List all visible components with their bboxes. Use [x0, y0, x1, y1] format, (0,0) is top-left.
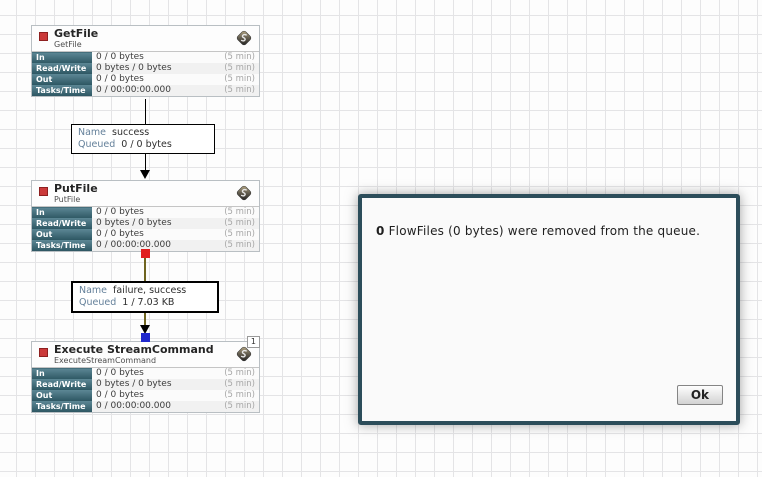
stat-label: Tasks/Time — [32, 240, 92, 251]
connection-name-key: Name — [78, 127, 107, 138]
stat-label: Out — [32, 74, 92, 85]
connection-source-endpoint[interactable] — [141, 249, 150, 258]
connection-destination-endpoint[interactable] — [141, 333, 150, 342]
connection-queued-key: Queued — [79, 297, 117, 308]
connection-arrow-icon — [140, 170, 150, 179]
stat-row-out: Out 0 / 0 bytes (5 min) — [32, 74, 259, 85]
dialog-message-text: FlowFiles (0 bytes) were removed from th… — [384, 224, 701, 238]
stat-label: Out — [32, 229, 92, 240]
stat-label: In — [32, 206, 92, 218]
connection-name-row: Name failure, success — [79, 285, 211, 297]
stat-value: 0 / 00:00:00.000 — [92, 85, 217, 96]
stat-label: Read/Write — [32, 379, 92, 390]
stat-label: Read/Write — [32, 63, 92, 74]
stat-label: Tasks/Time — [32, 85, 92, 96]
stat-window: (5 min) — [217, 367, 259, 379]
stat-window: (5 min) — [217, 85, 259, 96]
connection-queued-value: 0 / 0 bytes — [121, 139, 172, 150]
stat-window: (5 min) — [217, 240, 259, 251]
stat-row-readwrite: Read/Write 0 bytes / 0 bytes (5 min) — [32, 379, 259, 390]
stat-row-in: In 0 / 0 bytes (5 min) — [32, 51, 259, 63]
stat-label: In — [32, 367, 92, 379]
connection-name-key: Name — [79, 285, 108, 296]
stat-label: Out — [32, 390, 92, 401]
processor-header: Execute StreamCommand ExecuteStreamComma… — [32, 342, 259, 367]
processor-header: GetFile GetFile — [32, 26, 259, 51]
stat-value: 0 / 00:00:00.000 — [92, 401, 217, 412]
dialog-message: 0 FlowFiles (0 bytes) were removed from … — [376, 224, 700, 238]
connection-label-success[interactable]: Name success Queued 0 / 0 bytes — [71, 124, 215, 154]
stat-row-in: In 0 / 0 bytes (5 min) — [32, 367, 259, 379]
processor-name: Execute StreamCommand — [54, 343, 214, 356]
connection-name-row: Name success — [78, 127, 208, 139]
stat-window: (5 min) — [217, 218, 259, 229]
stat-value: 0 / 0 bytes — [92, 390, 217, 401]
processor-stats-table: In 0 / 0 bytes (5 min) Read/Write 0 byte… — [32, 206, 259, 251]
stat-value: 0 / 0 bytes — [92, 74, 217, 85]
processor-putfile[interactable]: PutFile PutFile In 0 / 0 bytes (5 min) — [31, 180, 260, 252]
connection-name-value: success — [112, 127, 150, 138]
processor-executestreamcommand[interactable]: 1 Execute StreamCommand ExecuteStreamCom… — [31, 336, 260, 413]
flowfile-count: 0 — [376, 224, 385, 238]
stat-row-taskstime: Tasks/Time 0 / 00:00:00.000 (5 min) — [32, 401, 259, 412]
stat-row-out: Out 0 / 0 bytes (5 min) — [32, 229, 259, 240]
connection-queued-key: Queued — [78, 139, 116, 150]
stopped-state-icon — [39, 187, 48, 196]
stat-window: (5 min) — [217, 401, 259, 412]
connection-queued-value: 1 / 7.03 KB — [122, 297, 175, 308]
stat-row-readwrite: Read/Write 0 bytes / 0 bytes (5 min) — [32, 63, 259, 74]
connection-queued-row: Queued 1 / 7.03 KB — [79, 297, 211, 309]
stat-window: (5 min) — [217, 229, 259, 240]
bulletin-count-badge: 1 — [246, 336, 260, 348]
processor-stats-table: In 0 / 0 bytes (5 min) Read/Write 0 byte… — [32, 367, 259, 412]
stopped-state-icon — [39, 348, 48, 357]
stat-window: (5 min) — [217, 206, 259, 218]
stat-label: Read/Write — [32, 218, 92, 229]
stat-value: 0 bytes / 0 bytes — [92, 63, 217, 74]
processor-chip-icon — [235, 184, 253, 202]
stat-value: 0 bytes / 0 bytes — [92, 379, 217, 390]
stat-label: In — [32, 51, 92, 63]
stat-window: (5 min) — [217, 390, 259, 401]
connection-arrow-icon — [140, 325, 150, 334]
connection-name-value: failure, success — [113, 285, 187, 296]
ok-button[interactable]: Ok — [676, 385, 723, 405]
processor-chip-icon — [235, 345, 253, 363]
stat-row-out: Out 0 / 0 bytes (5 min) — [32, 390, 259, 401]
stat-value: 0 / 0 bytes — [92, 229, 217, 240]
connection-label-failure-success[interactable]: Name failure, success Queued 1 / 7.03 KB — [71, 281, 219, 313]
processor-chip-icon — [235, 29, 253, 47]
stat-value: 0 / 0 bytes — [92, 51, 217, 63]
stat-row-taskstime: Tasks/Time 0 / 00:00:00.000 (5 min) — [32, 85, 259, 96]
connection-queued-row: Queued 0 / 0 bytes — [78, 139, 208, 151]
processor-name: GetFile — [54, 27, 99, 40]
stat-window: (5 min) — [217, 379, 259, 390]
stat-value: 0 / 00:00:00.000 — [92, 240, 217, 251]
processor-stats-table: In 0 / 0 bytes (5 min) Read/Write 0 byte… — [32, 51, 259, 96]
stat-row-readwrite: Read/Write 0 bytes / 0 bytes (5 min) — [32, 218, 259, 229]
empty-queue-result-dialog: 0 FlowFiles (0 bytes) were removed from … — [358, 194, 740, 425]
processor-type: GetFile — [54, 40, 82, 49]
stat-window: (5 min) — [217, 51, 259, 63]
stopped-state-icon — [39, 32, 48, 41]
processor-type: ExecuteStreamCommand — [54, 356, 157, 365]
processor-getfile[interactable]: GetFile GetFile In 0 / 0 bytes (5 min) — [31, 25, 260, 97]
stat-value: 0 / 0 bytes — [92, 367, 217, 379]
stat-window: (5 min) — [217, 74, 259, 85]
stat-label: Tasks/Time — [32, 401, 92, 412]
stat-row-in: In 0 / 0 bytes (5 min) — [32, 206, 259, 218]
processor-name: PutFile — [54, 182, 98, 195]
processor-type: PutFile — [54, 195, 81, 204]
stat-value: 0 / 0 bytes — [92, 206, 217, 218]
processor-header: PutFile PutFile — [32, 181, 259, 206]
stat-row-taskstime: Tasks/Time 0 / 00:00:00.000 (5 min) — [32, 240, 259, 251]
stat-value: 0 bytes / 0 bytes — [92, 218, 217, 229]
stat-window: (5 min) — [217, 63, 259, 74]
